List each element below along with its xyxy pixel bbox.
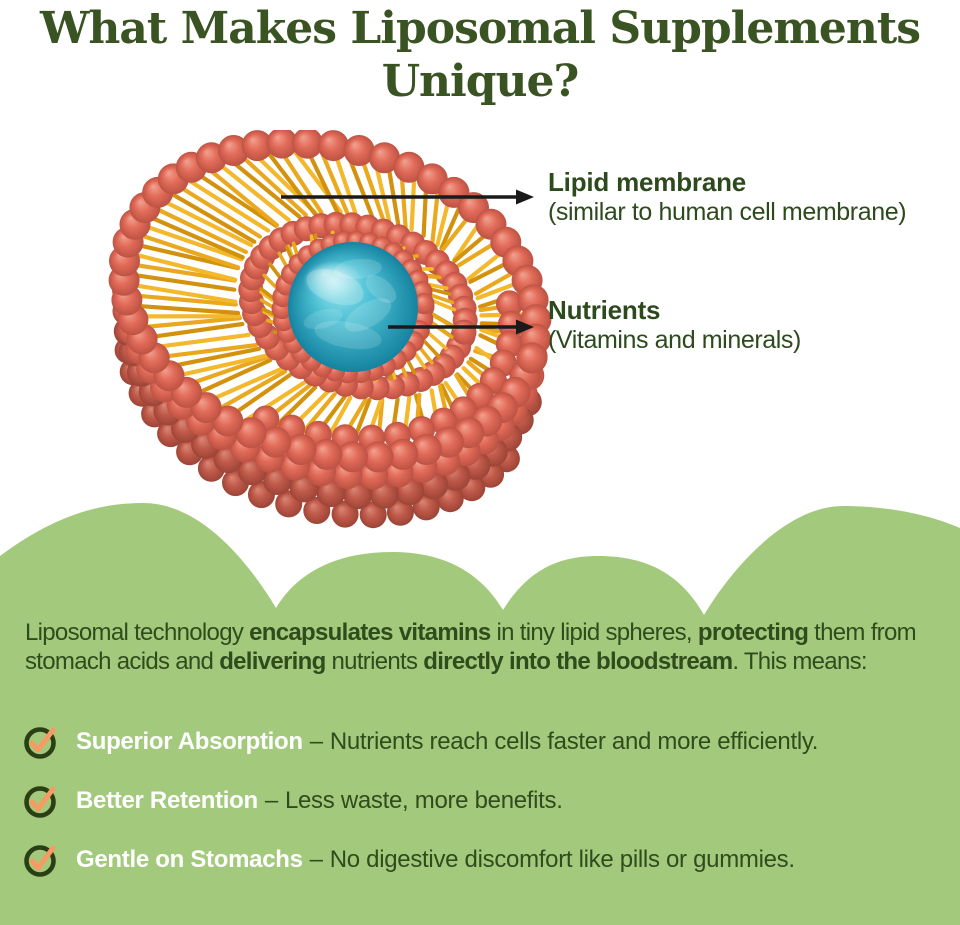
callout-nutrients: Nutrients (Vitamins and minerals)	[548, 295, 801, 355]
benefit-body: Less waste, more benefits.	[284, 787, 563, 814]
intro-segment: protecting	[697, 619, 809, 646]
callout-heading: Nutrients	[548, 295, 661, 325]
benefit-row: Superior Absorption–Nutrients reach cell…	[22, 722, 818, 762]
benefit-heading: Better Retention	[76, 787, 258, 814]
benefit-dash: –	[309, 846, 323, 873]
intro-segment: them from stomach acids and	[25, 619, 917, 675]
outer-head-ring	[108, 130, 552, 473]
check-icon	[24, 727, 56, 759]
callout-subtext: (similar to human cell membrane)	[548, 198, 907, 226]
nutrient-core	[288, 242, 418, 372]
liposome-illustration	[108, 130, 552, 529]
intro-segment: directly into the bloodstream	[423, 648, 733, 675]
benefit-heading: Superior Absorption	[76, 728, 303, 755]
benefit-dash: –	[309, 728, 323, 755]
benefit-row: Gentle on Stomachs–No digestive discomfo…	[22, 840, 795, 880]
intro-segment: . This means:	[732, 648, 867, 675]
check-icon	[24, 845, 56, 877]
benefit-heading: Gentle on Stomachs	[76, 846, 303, 873]
page-title: What Makes Liposomal Supplements Unique?	[40, 3, 921, 107]
intro-segment: Liposomal technology	[25, 619, 250, 646]
middle-head-ring	[238, 211, 478, 401]
benefit-text: Better Retention–Less waste, more benefi…	[76, 787, 563, 815]
benefit-body: No digestive discomfort like pills or gu…	[329, 846, 795, 873]
green-section-background	[0, 503, 960, 925]
intro-segment: nutrients	[325, 648, 424, 675]
intro-segment: delivering	[219, 648, 326, 675]
callout-lipid-membrane: Lipid membrane (similar to human cell me…	[548, 167, 907, 227]
check-icon	[24, 786, 56, 818]
benefit-dash: –	[264, 787, 278, 814]
benefit-text: Gentle on Stomachs–No digestive discomfo…	[76, 846, 795, 874]
green-wave	[0, 503, 960, 925]
intro-paragraph: Liposomal technology encapsulates vitami…	[25, 618, 937, 676]
callout-heading: Lipid membrane	[548, 167, 747, 197]
intro-segment: in tiny lipid spheres,	[490, 619, 698, 646]
benefit-body: Nutrients reach cells faster and more ef…	[329, 728, 819, 755]
benefit-row: Better Retention–Less waste, more benefi…	[22, 781, 563, 821]
intro-segment: encapsulates vitamins	[249, 619, 491, 646]
benefit-text: Superior Absorption–Nutrients reach cell…	[76, 728, 818, 756]
callout-subtext: (Vitamins and minerals)	[548, 326, 801, 354]
